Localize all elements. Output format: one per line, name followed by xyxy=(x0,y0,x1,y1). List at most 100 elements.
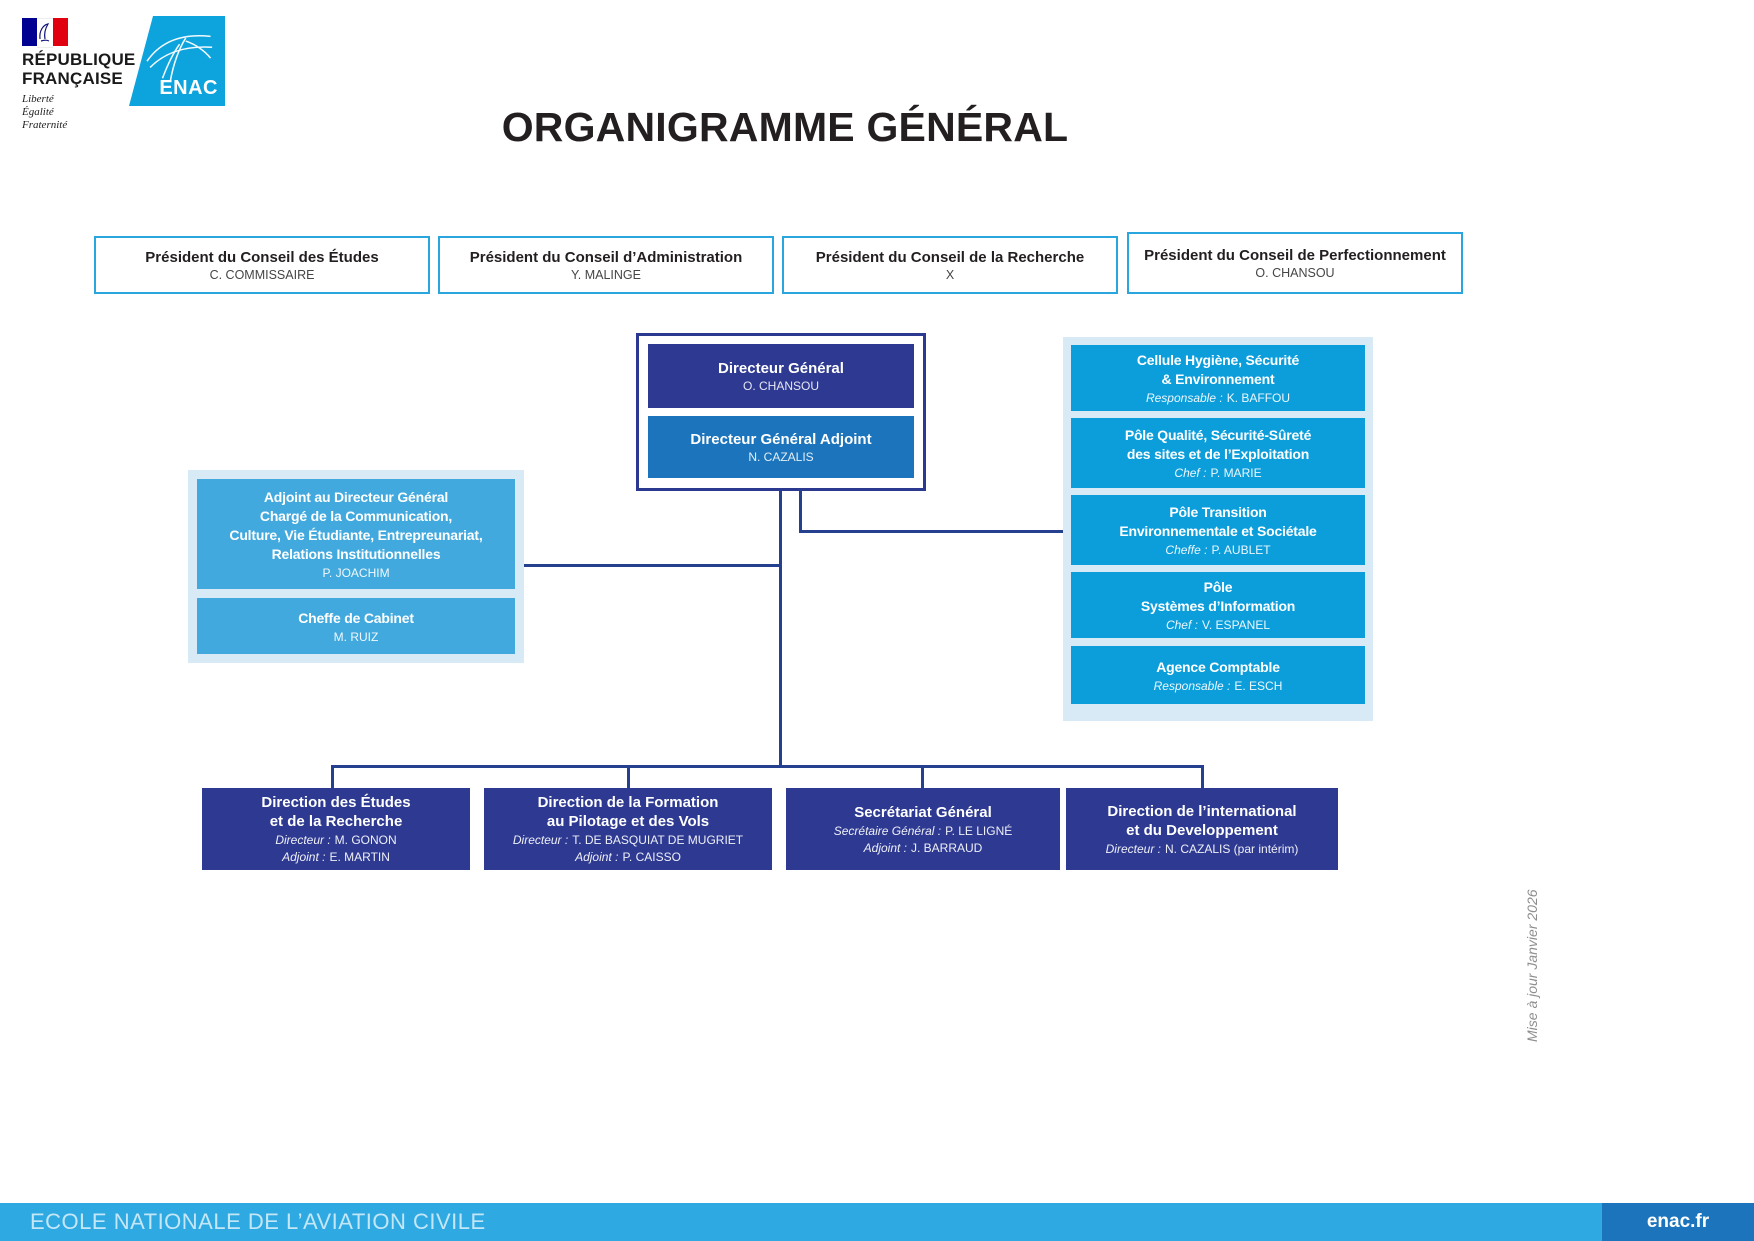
president-box-conseil-des-etudes: Président du Conseil des Études C. COMMI… xyxy=(94,236,430,294)
person-role: Responsable : xyxy=(1153,678,1231,693)
person-role: Chef : xyxy=(1174,466,1207,480)
box-person-line: Adjoint :P. CAISSO xyxy=(575,849,681,865)
marianne-icon xyxy=(39,23,50,42)
president-title: Président du Conseil d’Administration xyxy=(469,248,743,266)
person-role: Adjoint : xyxy=(575,850,619,864)
enac-bird-icon xyxy=(146,34,213,82)
connector-distribution-horizontal xyxy=(331,765,1204,768)
footer-bar: ECOLE NATIONALE DE L’AVIATION CIVILE ena… xyxy=(0,1203,1754,1241)
dg-title: Directeur Général xyxy=(718,359,844,377)
president-box-conseil-recherche: Président du Conseil de la Recherche X xyxy=(782,236,1118,294)
box-person-line: Chef :P. MARIE xyxy=(1174,466,1261,480)
box-title-line: Agence Comptable xyxy=(1156,658,1280,675)
motto: Liberté Égalité Fraternité xyxy=(22,93,132,132)
box-person-line: Directeur :M. GONON xyxy=(275,832,396,848)
person-name: P. LE LIGNÉ xyxy=(945,823,1013,838)
person-name: J. BARRAUD xyxy=(911,840,983,855)
person-role: Directeur : xyxy=(275,833,331,847)
box-person-name: M. RUIZ xyxy=(333,629,379,644)
box-title-line: Pôle Qualité, Sécurité-Sûreté xyxy=(1124,427,1312,443)
motto-fraternite: Fraternité xyxy=(22,119,68,131)
connector-left-branch xyxy=(524,564,782,567)
box-person-line: Directeur :N. CAZALIS (par intérim) xyxy=(1106,841,1299,857)
president-name: Y. MALINGE xyxy=(571,267,641,282)
person-role: Adjoint : xyxy=(863,840,907,855)
president-title: Président du Conseil des Études xyxy=(145,248,379,266)
secretariat-general-box: Secrétariat Général Secrétaire Général :… xyxy=(786,788,1060,870)
person-name: E. ESCH xyxy=(1234,678,1283,693)
box-person-name: P. JOACHIM xyxy=(322,566,390,580)
person-name: T. DE BASQUIAT DE MUGRIET xyxy=(572,833,744,847)
footer-school-name: ECOLE NATIONALE DE L’AVIATION CIVILE xyxy=(30,1209,486,1234)
box-title-line: Secrétariat Général xyxy=(854,803,992,821)
directeur-general-box: Directeur Général O. CHANSOU xyxy=(648,344,914,408)
motto-liberte: Liberté xyxy=(22,93,54,105)
poles-group: Cellule Hygiène, Sécurité & Environnemen… xyxy=(1063,337,1373,721)
connector-main-vertical xyxy=(779,491,782,768)
box-title-line: et du Developpement xyxy=(1126,821,1278,839)
footer-enac-fr: enac.fr xyxy=(1602,1203,1754,1241)
box-title-line: Direction des Études xyxy=(261,794,411,811)
motto-egalite: Égalité xyxy=(22,106,54,118)
directeur-general-adjoint-box: Directeur Général Adjoint N. CAZALIS xyxy=(648,416,914,478)
box-title-line: & Environnement xyxy=(1161,371,1275,387)
connector-drop-der xyxy=(331,765,334,790)
cellule-hygiene-securite-box: Cellule Hygiène, Sécurité & Environnemen… xyxy=(1071,345,1365,411)
direction-international-developpement-box: Direction de l’international et du Devel… xyxy=(1066,788,1338,870)
dg-name: O. CHANSOU xyxy=(742,378,819,393)
person-role: Directeur : xyxy=(1105,841,1161,856)
box-title-line: au Pilotage et des Vols xyxy=(546,813,710,830)
republique-francaise-logo: RÉPUBLIQUE FRANÇAISE Liberté Égalité Fra… xyxy=(22,18,136,132)
french-flag-icon xyxy=(22,18,68,48)
box-title-line: des sites et de l’Exploitation xyxy=(1126,446,1310,462)
update-note: Mise à jour Janvier 2026 xyxy=(1524,889,1540,1042)
enac-wordmark: ENAC xyxy=(159,77,218,99)
person-role: Secrétaire Général : xyxy=(833,823,942,838)
connector-drop-sg xyxy=(921,765,924,790)
box-person-line: Directeur :T. DE BASQUIAT DE MUGRIET xyxy=(513,832,743,848)
box-title-line: Systèmes d’Information xyxy=(1140,598,1296,614)
box-title-line: Direction de la Formation xyxy=(537,794,719,811)
box-title-line: Direction de l’international xyxy=(1107,802,1297,820)
box-title-line: Relations Institutionnelles xyxy=(271,546,441,562)
president-name: X xyxy=(945,267,955,282)
box-person-line: Secrétaire Général :P. LE LIGNÉ xyxy=(834,823,1013,839)
pole-qualite-securite-box: Pôle Qualité, Sécurité-Sûreté des sites … xyxy=(1071,418,1365,488)
connector-right-branch-horizontal xyxy=(799,530,1063,533)
person-name: M. GONON xyxy=(334,833,397,847)
person-name: K. BAFFOU xyxy=(1226,391,1291,405)
dga-name: N. CAZALIS xyxy=(748,449,814,464)
direction-formation-pilotage-box: Direction de la Formation au Pilotage et… xyxy=(484,788,772,870)
dga-title: Directeur Général Adjoint xyxy=(690,430,872,448)
cabinet-group: Adjoint au Directeur Général Chargé de l… xyxy=(188,470,524,663)
box-person-line: Cheffe :P. AUBLET xyxy=(1165,543,1270,557)
person-role: Directeur : xyxy=(512,833,569,847)
person-role: Cheffe : xyxy=(1165,543,1208,557)
box-title-line: Cellule Hygiène, Sécurité xyxy=(1136,352,1300,368)
page-title: ORGANIGRAMME GÉNÉRAL xyxy=(501,104,1069,150)
pole-transition-environnementale-box: Pôle Transition Environnementale et Soci… xyxy=(1071,495,1365,565)
president-title: Président du Conseil de la Recherche xyxy=(815,248,1085,266)
direction-generale-group: Directeur Général O. CHANSOU Directeur G… xyxy=(636,333,926,491)
box-title-line: Pôle Transition xyxy=(1169,504,1267,520)
connector-right-branch-vertical xyxy=(799,489,802,533)
connector-drop-did xyxy=(1201,765,1204,790)
box-title-line: Adjoint au Directeur Général xyxy=(263,489,449,505)
cheffe-de-cabinet-box: Cheffe de Cabinet M. RUIZ xyxy=(197,598,515,654)
box-person-line: Adjoint :E. MARTIN xyxy=(282,849,390,865)
box-title-line: et de la Recherche xyxy=(269,813,403,830)
pole-systemes-information-box: Pôle Systèmes d’Information Chef :V. ESP… xyxy=(1071,572,1365,638)
agence-comptable-box: Agence Comptable Responsable :E. ESCH xyxy=(1071,646,1365,704)
box-person-line: Responsable :K. BAFFOU xyxy=(1146,391,1290,405)
enac-logo: ENAC xyxy=(129,16,225,106)
box-title-line: Environnementale et Sociétale xyxy=(1119,523,1317,539)
president-name: C. COMMISSAIRE xyxy=(209,267,315,282)
president-box-conseil-administration: Président du Conseil d’Administration Y.… xyxy=(438,236,774,294)
republique-line2: FRANÇAISE xyxy=(22,69,123,88)
president-name: O. CHANSOU xyxy=(1255,265,1335,280)
person-name: P. CAISSO xyxy=(622,850,681,864)
adjoint-dg-communication-box: Adjoint au Directeur Général Chargé de l… xyxy=(197,479,515,589)
person-name: P. MARIE xyxy=(1210,466,1262,480)
republique-line1: RÉPUBLIQUE xyxy=(22,50,136,69)
direction-etudes-recherche-box: Direction des Études et de la Recherche … xyxy=(202,788,470,870)
